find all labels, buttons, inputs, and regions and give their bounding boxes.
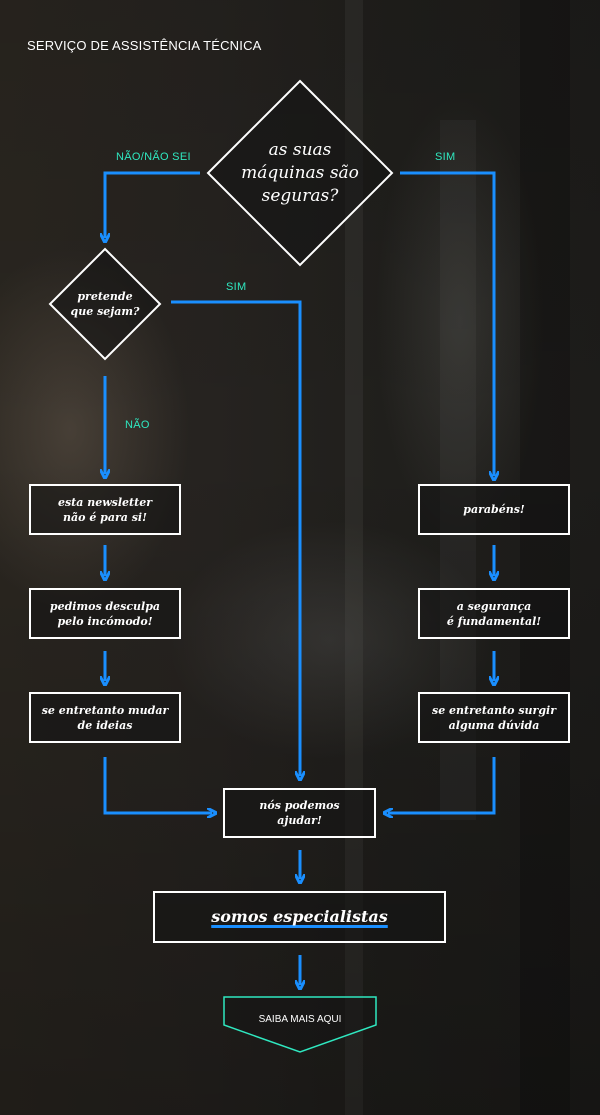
box-we-can-help: nós podemos ajudar!: [223, 788, 376, 838]
cta-shape[interactable]: [223, 996, 377, 1053]
label-main-yes: SIM: [435, 151, 456, 163]
specialists-box[interactable]: somos especialistas: [153, 891, 446, 943]
box-safety-fundamental: a segurança é fundamental!: [418, 588, 570, 639]
arrow-right3-to-center: [388, 757, 496, 813]
learn-more-button[interactable]: SAIBA MAIS AQUI: [258, 1014, 342, 1025]
main-question-text: as suas máquinas são seguras?: [241, 139, 359, 206]
box-sorry: pedimos desculpa pelo incómodo!: [29, 588, 181, 639]
box-not-for-you: esta newsletter não é para si!: [29, 484, 181, 535]
sub-question-text: pretende que sejam?: [70, 290, 140, 318]
box-change-mind: se entretanto mudar de ideias: [29, 692, 181, 743]
box-congrats: parabéns!: [418, 484, 570, 535]
arrow-left3-to-center: [103, 757, 212, 813]
arrow-main-to-congrats: [400, 171, 494, 476]
arrow-sub-to-center: [171, 300, 300, 776]
label-sub-no: NÃO: [125, 419, 150, 431]
box-any-doubt: se entretanto surgir alguma dúvida: [418, 692, 570, 743]
page-title: SERVIÇO DE ASSISTÊNCIA TÉCNICA: [27, 38, 262, 53]
sub-question-diamond: [48, 247, 162, 361]
arrow-main-to-sub: [105, 171, 200, 238]
label-main-no: NÃO/NÃO SEI: [116, 151, 191, 163]
specialists-link[interactable]: somos especialistas: [211, 907, 388, 926]
label-sub-yes: SIM: [226, 281, 247, 293]
main-question-diamond: [206, 79, 394, 267]
